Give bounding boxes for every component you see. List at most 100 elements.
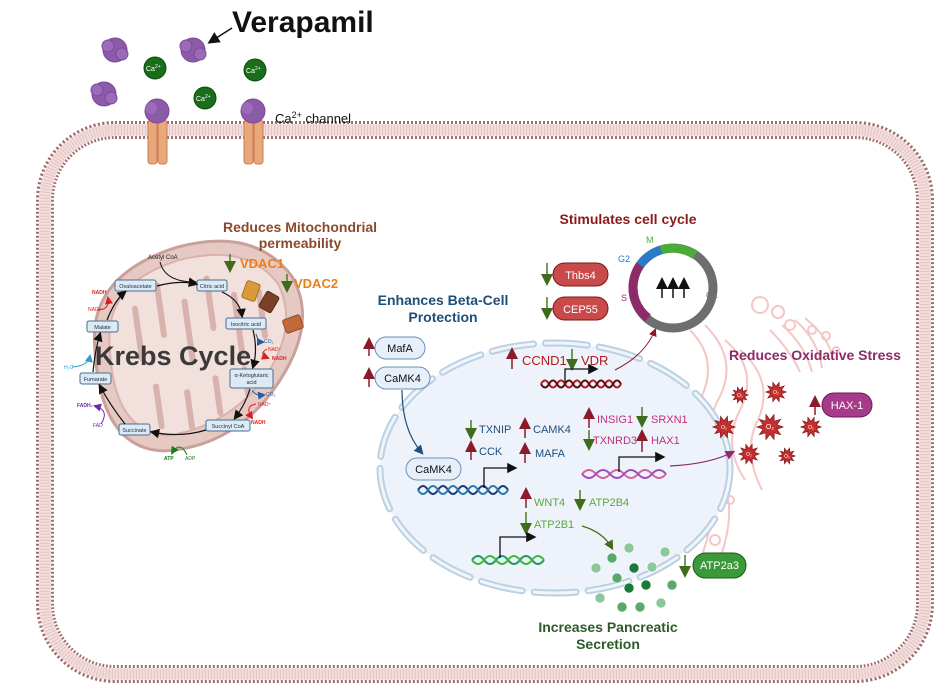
svg-text:Fumarate: Fumarate [84, 377, 108, 383]
camk4-gene-label: CAMK4 [533, 424, 571, 436]
cell-cycle-link-arrow [614, 328, 657, 371]
promoter-arrow [483, 462, 518, 488]
nucleus [376, 339, 734, 597]
dna-green [471, 555, 545, 565]
metabolite-succinyl-coa: Succinyl CoA [205, 419, 251, 432]
cep55-pill: CEP55 [552, 296, 609, 321]
secretory-granule [634, 601, 646, 613]
svg-text:O₂: O₂ [721, 425, 727, 431]
dna-navy [417, 485, 509, 495]
metabolite-malate: Malate [86, 320, 119, 333]
secretory-granule [666, 579, 678, 591]
svg-text:ATP2a3: ATP2a3 [700, 560, 739, 572]
promoter-arrow [618, 451, 666, 472]
beta-cell-title-line1: Enhances Beta-Cell [378, 292, 509, 308]
calcium-ion: Ca2+ [243, 58, 267, 82]
ros-superoxide-icon: O₂ [777, 447, 797, 465]
mafa-gene-label: MAFA [535, 448, 566, 460]
oxidative-title: Reduces Oxidative Stress [729, 347, 901, 363]
nadh-label: NADH [272, 356, 287, 362]
svg-text:α-Ketoglutaric: α-Ketoglutaric [234, 373, 268, 379]
acetyl-coa-label: Acetyl CoA [148, 255, 178, 261]
cell-cycle-title: Stimulates cell cycle [560, 211, 697, 227]
metabolite-succinate: Succinate [118, 423, 151, 436]
svg-text:Isocitric acid: Isocitric acid [231, 322, 261, 328]
metabolite-oxaloacetate: Oxaloacetate [114, 279, 157, 292]
svg-text:acid: acid [246, 380, 256, 386]
calcium-channel [240, 98, 266, 165]
nad-label: NAD⁺ [268, 347, 282, 353]
hax1-gene-label: HAX1 [651, 435, 680, 447]
krebs-cycle-title: Krebs Cycle [95, 341, 251, 371]
beta-cell-title-line2: Protection [408, 309, 477, 325]
secretory-granule [659, 546, 671, 558]
ros-superoxide-icon: O₂ [730, 386, 750, 404]
svg-text:HAX-1: HAX-1 [831, 400, 863, 412]
svg-text:CEP55: CEP55 [563, 304, 598, 316]
adp-label: ADP [185, 456, 196, 462]
vdac-channel [282, 314, 304, 334]
svg-text:Ca2+: Ca2+ [246, 66, 261, 75]
secretory-granule [611, 572, 623, 584]
co2-label: CO₂ [264, 339, 274, 345]
verapamil-molecule [179, 37, 207, 63]
drug-pointer-arrow [207, 27, 233, 44]
camk4-protein-pill: CaMK4 [374, 366, 431, 390]
mafa-protein-pill: MafA [374, 336, 426, 360]
srxn1-label: SRXN1 [651, 414, 688, 426]
svg-text:Oxaloacetate: Oxaloacetate [119, 284, 151, 290]
secretory-granule [616, 601, 628, 613]
promoter-arrow [564, 363, 599, 382]
krebs-cycle: Acetyl CoA Oxaloacetate Citric acid Isoc… [64, 255, 287, 462]
mito-title-line2: permeability [259, 235, 342, 251]
svg-text:Ca2+: Ca2+ [196, 94, 211, 103]
atp-label: ATP [164, 456, 174, 462]
svg-text:O₂: O₂ [773, 390, 779, 396]
atp2b4-label: ATP2B4 [589, 497, 629, 509]
txnip-label: TXNIP [479, 424, 511, 436]
ros-superoxide-icon: O₂ [737, 443, 761, 465]
ccnd1-label: CCND1 [522, 353, 567, 368]
nadh-label: NADH [251, 420, 266, 426]
atp2a3-protein-pill: ATP2a3 [692, 552, 747, 579]
vdac2-label: VDAC2 [294, 276, 338, 291]
phase-m: M [646, 235, 654, 245]
svg-text:O₂: O₂ [808, 425, 814, 431]
hax-1-protein-pill: HAX-1 [821, 392, 873, 418]
insig1-label: INSIG1 [597, 414, 633, 426]
phase-g1: G1 [706, 290, 718, 300]
calcium-ion: Ca2+ [193, 86, 217, 110]
calcium-channel [144, 98, 170, 165]
ros-superoxide-icon: O₂ [711, 415, 737, 439]
nadh-label: NADH [92, 290, 107, 296]
secretory-granules [590, 542, 678, 613]
thbs4-pill: Thbs4 [552, 262, 609, 287]
verapamil-molecule [101, 37, 129, 63]
ros-superoxide-icon: O₂ [764, 381, 788, 403]
secretory-granule [594, 592, 606, 604]
secretory-granule [640, 579, 652, 591]
co2-label: CO₂ [266, 392, 276, 398]
svg-text:Succinate: Succinate [122, 428, 146, 434]
channel-label: Ca2+ channel [275, 110, 351, 126]
secretion-link-arrow [581, 525, 614, 551]
secretory-granule [623, 582, 635, 594]
txnrd3-label: TXNRD3 [593, 435, 637, 447]
drug-name: Verapamil [232, 6, 374, 39]
svg-text:CaMK4: CaMK4 [415, 464, 452, 476]
secretory-granule [655, 597, 667, 609]
vdac-channel [258, 290, 280, 314]
promoter-arrow [499, 531, 537, 558]
svg-text:Citric acid: Citric acid [200, 284, 224, 290]
calcium-ion: Ca2+ [143, 56, 167, 80]
nuclear-camk4-pill: CaMK4 [405, 457, 462, 481]
verapamil-molecule [90, 81, 118, 107]
cck-label: CCK [479, 446, 503, 458]
svg-text:Succinyl CoA: Succinyl CoA [212, 424, 245, 430]
dna-pink [581, 469, 667, 479]
ros-superoxide-icon: O₂ [755, 413, 785, 441]
secretory-granule [628, 562, 640, 574]
fad-label: FAD [93, 423, 103, 429]
svg-text:Malate: Malate [94, 325, 111, 331]
